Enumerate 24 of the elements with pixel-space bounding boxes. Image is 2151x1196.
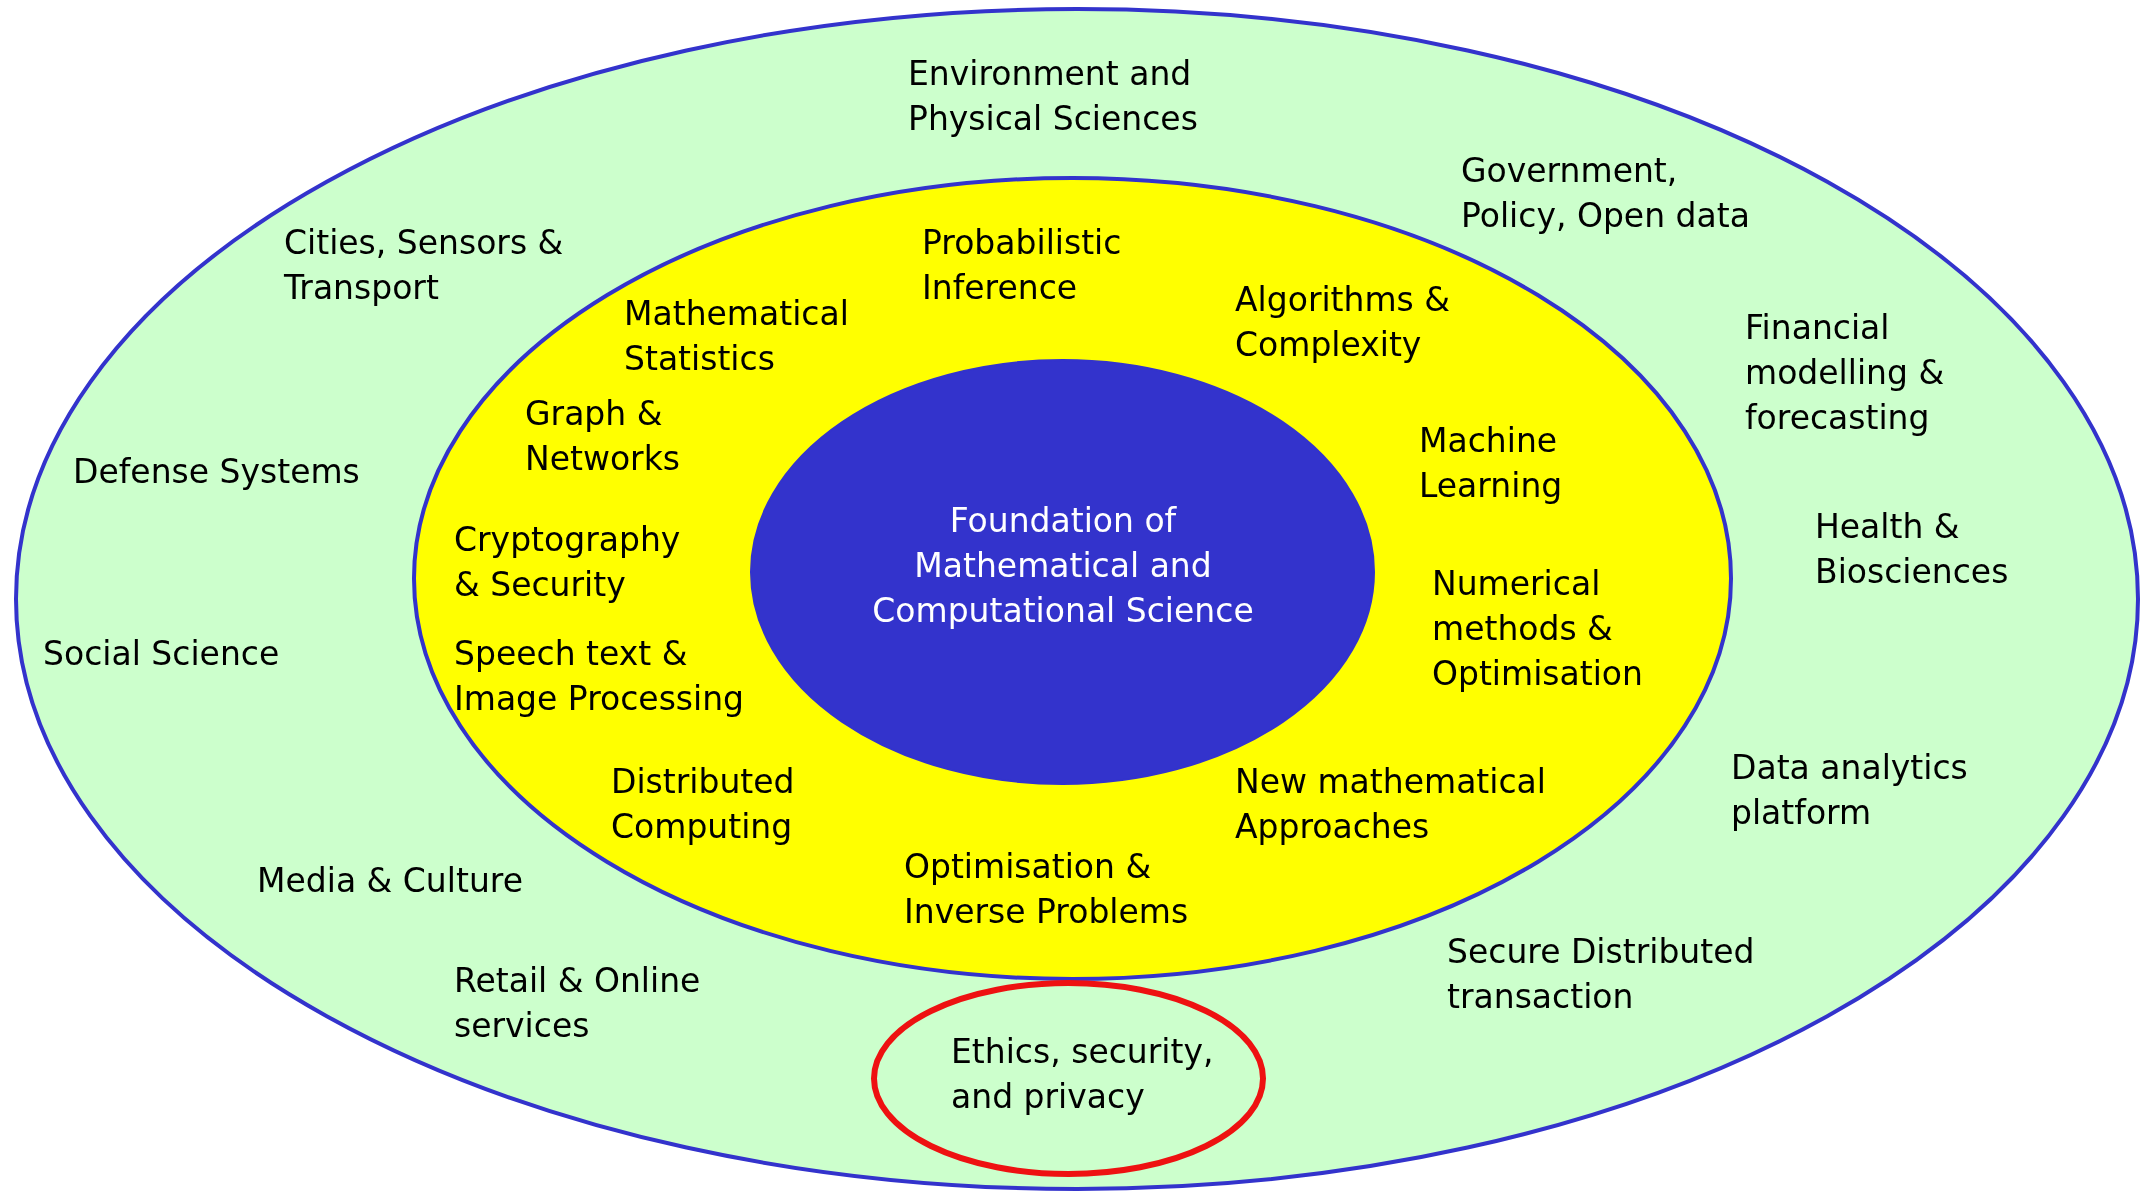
method-label: Distributed Computing <box>611 761 796 848</box>
topic-label: Ethics, security, and privacy <box>951 1031 1215 1118</box>
method-label: New mathematical Approaches <box>1235 761 1547 848</box>
application-area-label: Defense Systems <box>73 451 360 493</box>
method-label: Algorithms & Complexity <box>1235 279 1452 366</box>
application-area-label: Social Science <box>43 633 280 675</box>
method-label: Graph & Networks <box>525 393 681 480</box>
method-label: Mathematical Statistics <box>624 293 850 380</box>
application-area-label: Financial modelling & forecasting <box>1745 307 1946 439</box>
method-label: Optimisation & Inverse Problems <box>904 846 1190 933</box>
application-area-label: Cities, Sensors & Transport <box>284 222 565 309</box>
application-area-label: Media & Culture <box>257 860 523 902</box>
application-area-label: Retail & Online services <box>454 960 702 1047</box>
method-label: Speech text & Image Processing <box>454 633 746 720</box>
application-area-label: Health & Biosciences <box>1815 506 2010 593</box>
application-area-label: Data analytics platform <box>1731 747 1969 834</box>
method-label: Numerical methods & Optimisation <box>1432 563 1644 695</box>
application-area-label: Secure Distributed transaction <box>1447 931 1756 1018</box>
application-area-label: Government, Policy, Open data <box>1461 150 1751 237</box>
method-label: Probabilistic Inference <box>922 222 1123 309</box>
core-label: Foundation of Mathematical and Computational Science <box>871 500 1255 632</box>
method-label: Cryptography & Security <box>454 519 682 606</box>
application-area-label: Environment and Physical Sciences <box>908 53 1199 140</box>
method-label: Machine Learning <box>1419 420 1564 507</box>
